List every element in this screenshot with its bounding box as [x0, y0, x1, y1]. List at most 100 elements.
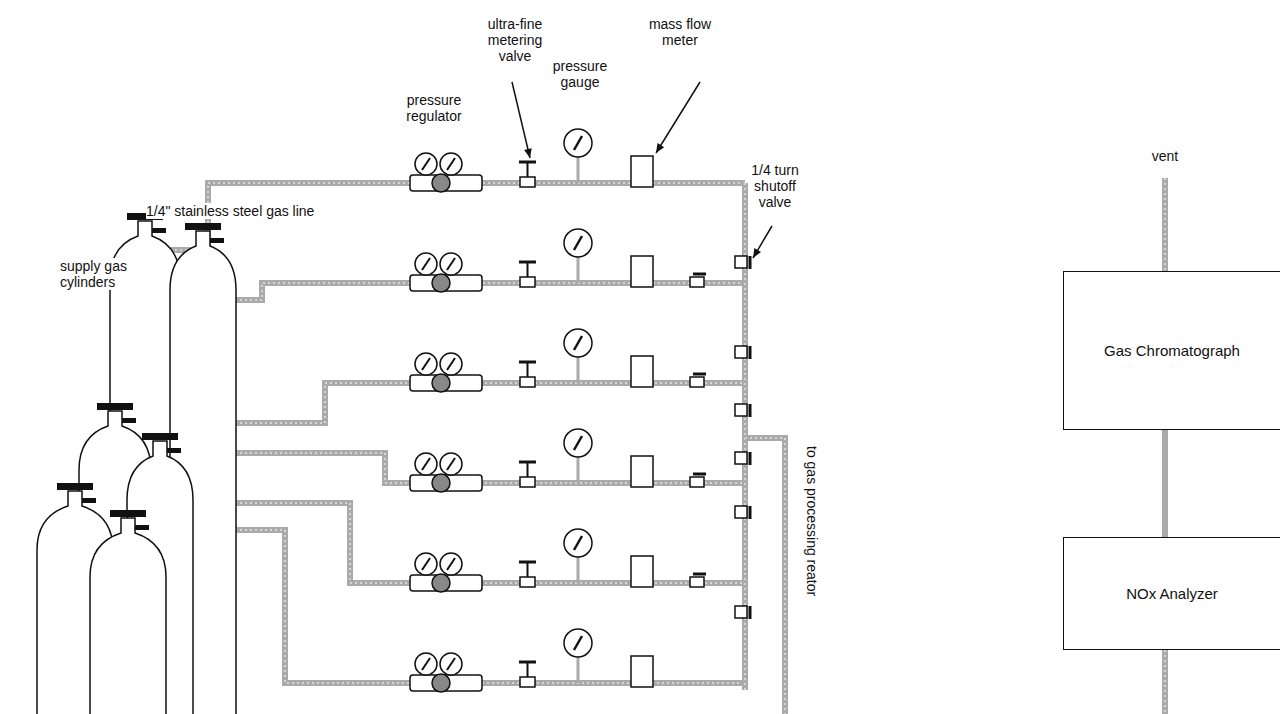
valve-handle: [519, 461, 536, 464]
shutoff-valve: [735, 256, 747, 268]
cylinder-outlet: [135, 525, 149, 530]
callout-label: 1/4 turn shutoff valve: [742, 162, 808, 210]
gauge-stem: [577, 657, 580, 683]
gauge-needle: [574, 536, 582, 550]
mass-flow-meter: [631, 456, 653, 487]
leader-line: [512, 82, 530, 158]
gauge-stem: [577, 157, 580, 183]
gauge-stem: [577, 457, 580, 483]
regulator-knob: [432, 674, 450, 692]
valve-stem: [527, 662, 529, 677]
pressure-regulator: [410, 375, 482, 391]
gauge-needle: [422, 158, 430, 170]
callout-label: to gas processing reator: [804, 446, 820, 686]
regulator-gauge: [415, 253, 437, 275]
cylinder-valve-cap: [97, 403, 133, 410]
gauge-needle: [422, 558, 430, 570]
gauge-needle: [447, 358, 455, 370]
regulator-knob: [432, 474, 450, 492]
shutoff-valve: [735, 404, 747, 416]
metering-valve: [520, 177, 535, 187]
cylinder-outlet: [152, 228, 166, 233]
regulator-gauge: [440, 253, 462, 275]
shutoff-valve: [690, 377, 704, 387]
valve-stem: [527, 562, 529, 577]
gauge-needle: [574, 136, 582, 150]
callout-label: vent: [1140, 148, 1190, 164]
cylinder-valve-cap: [185, 223, 221, 230]
valve-stem: [527, 462, 529, 477]
valve-handle: [519, 361, 536, 364]
metering-valve: [520, 477, 535, 487]
gas-line-texture: [1164, 650, 1166, 714]
gauge-needle: [447, 158, 455, 170]
gauge-needle: [422, 458, 430, 470]
valve-handle: [693, 573, 706, 576]
metering-valve: [520, 277, 535, 287]
regulator-gauge: [440, 353, 462, 375]
pressure-gauge: [564, 429, 592, 457]
cylinder-outlet: [167, 448, 181, 453]
regulator-gauge: [415, 553, 437, 575]
shutoff-valve: [690, 277, 704, 287]
valve-handle: [519, 161, 536, 164]
shutoff-valve: [690, 577, 704, 587]
metering-valve: [520, 677, 535, 687]
valve-stem: [527, 162, 529, 177]
pressure-regulator: [410, 275, 482, 291]
valve-handle: [519, 561, 536, 564]
mass-flow-meter: [631, 356, 653, 387]
pressure-regulator: [410, 675, 482, 691]
gauge-stem: [577, 557, 580, 583]
node-text: Gas Chromatograph: [1096, 338, 1248, 364]
pressure-gauge: [564, 529, 592, 557]
valve-handle: [749, 256, 752, 269]
valve-stem: [527, 362, 529, 377]
valve-handle: [693, 373, 706, 376]
valve-handle: [749, 506, 752, 519]
gauge-needle: [574, 336, 582, 350]
gauge-stem: [577, 357, 580, 383]
mass-flow-meter: [631, 656, 653, 687]
pressure-gauge: [564, 229, 592, 257]
regulator-gauge: [440, 653, 462, 675]
valve-handle: [693, 273, 706, 276]
leader-arrowhead: [656, 143, 664, 153]
valve-handle: [519, 261, 536, 264]
gauge-needle: [422, 358, 430, 370]
gas-line: [1162, 430, 1168, 537]
instrument-box: Gas Chromatograph: [1063, 271, 1280, 430]
gauge-needle: [447, 258, 455, 270]
leader-arrowhead: [753, 248, 761, 258]
gauge-needle: [447, 558, 455, 570]
cylinder-outlet: [82, 498, 96, 503]
gas-line: [1162, 178, 1168, 271]
valve-handle: [749, 452, 752, 465]
shutoff-valve: [735, 506, 747, 518]
pressure-regulator: [410, 175, 482, 191]
cylinder-valve-cap: [110, 510, 146, 517]
cylinder-valve-cap: [57, 483, 93, 490]
shutoff-valve: [690, 477, 704, 487]
pressure-regulator: [410, 575, 482, 591]
regulator-gauge: [440, 153, 462, 175]
valve-handle: [519, 661, 536, 664]
gauge-needle: [422, 658, 430, 670]
gauge-needle: [574, 636, 582, 650]
regulator-gauge: [440, 453, 462, 475]
metering-valve: [520, 577, 535, 587]
leader-arrowhead: [524, 148, 532, 158]
valve-handle: [693, 473, 706, 476]
valve-handle: [749, 404, 752, 417]
valve-handle: [749, 606, 752, 619]
gas-line-texture: [745, 438, 785, 714]
callout-label: ultra-fine metering valve: [470, 16, 560, 64]
regulator-gauge: [415, 353, 437, 375]
callout-label: mass flow meter: [648, 16, 712, 48]
gauge-needle: [447, 658, 455, 670]
regulator-gauge: [415, 453, 437, 475]
callout-label: pressure gauge: [550, 58, 610, 90]
pressure-gauge: [564, 129, 592, 157]
gas-line: [1162, 650, 1168, 714]
gas-cylinder: [90, 518, 166, 714]
